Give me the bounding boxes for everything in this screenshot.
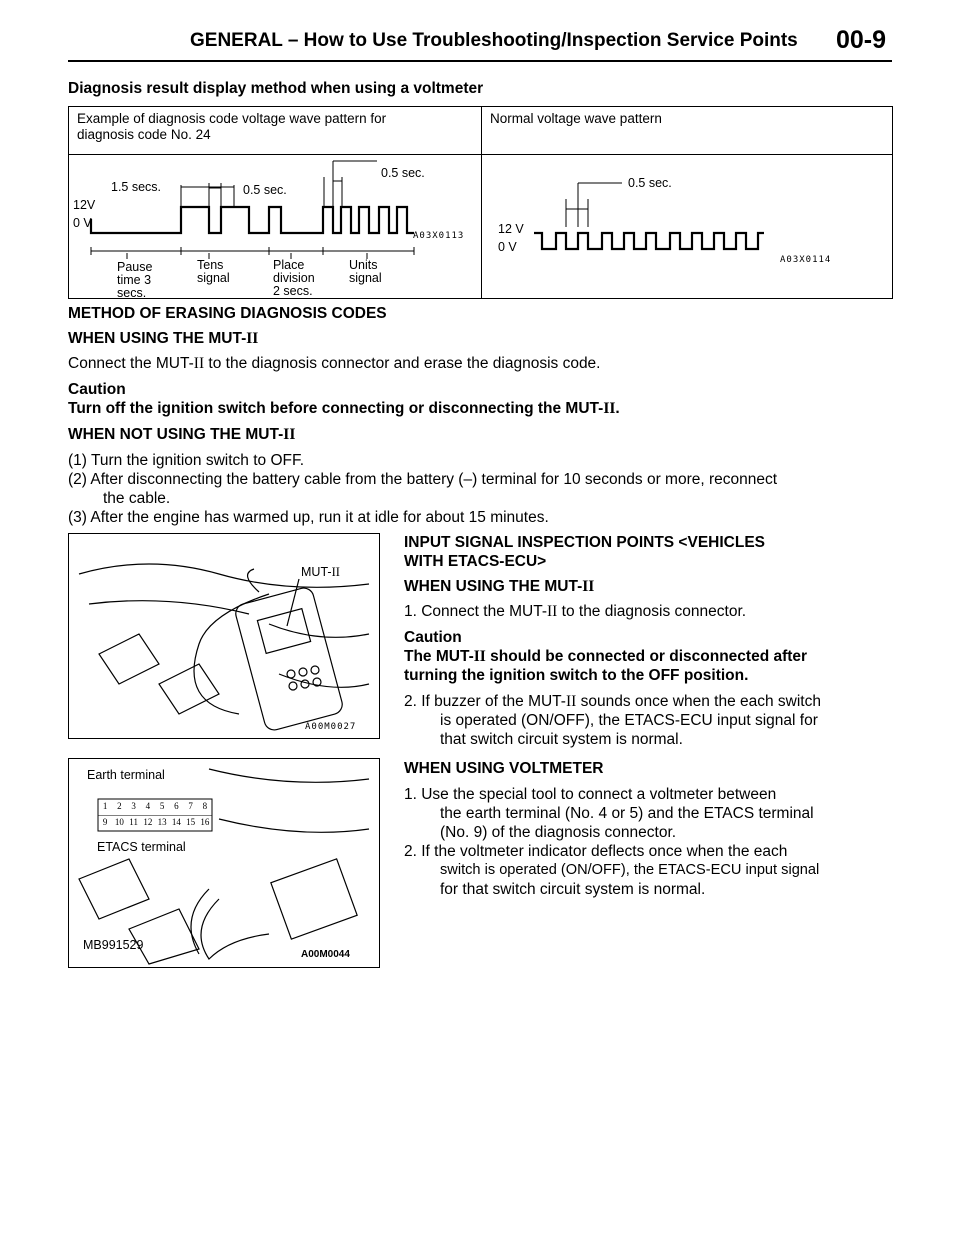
header-subtitle: – How to Use Troubleshooting/Inspection … [282, 30, 798, 51]
input-heading-line1: INPUT SIGNAL INSPECTION POINTS <VEHICLES [404, 534, 766, 551]
tool-number-label: MB991529 [83, 938, 144, 952]
normal-waveform [534, 182, 764, 251]
volt-step2-line2: switch is operated (ON/OFF), the ETACS-E… [440, 862, 820, 878]
input-heading-line2: WITH ETACS-ECU> [404, 553, 547, 570]
input-caution-line1: The MUT-II should be connected or discon… [404, 648, 808, 665]
volt-step1-line1: 1. Use the special tool to connect a vol… [404, 786, 777, 803]
page-header-title: GENERAL – How to Use Troubleshooting/Ins… [190, 30, 798, 52]
left-t3: 0.5 sec. [381, 166, 425, 180]
pin: 2 [117, 801, 122, 811]
figure1-code: A00M0027 [305, 722, 357, 732]
erasing-step2a: (2) After disconnecting the battery cabl… [68, 471, 778, 488]
units-label: Units signal [349, 258, 382, 285]
earth-terminal-label: Earth terminal [87, 768, 165, 782]
left-t1: 1.5 secs. [111, 180, 162, 194]
right-header: Normal voltage wave pattern [490, 111, 662, 126]
figure-mut-ii: MUT-II A00M0027 [68, 533, 380, 739]
pin: 13 [157, 817, 167, 827]
pin: 5 [159, 801, 165, 811]
pin: 10 [114, 817, 124, 827]
pin: 15 [186, 817, 196, 827]
voltmeter-heading: Diagnosis result display method when usi… [68, 80, 484, 97]
page-number: 00-9 [836, 26, 887, 54]
connector-illustration [78, 768, 370, 965]
pin: 14 [171, 817, 181, 827]
connector-pins [98, 815, 212, 816]
erasing-heading: METHOD OF ERASING DIAGNOSIS CODES [68, 305, 387, 322]
etacs-terminal-label: ETACS terminal [97, 840, 186, 854]
pin: 9 [102, 817, 108, 827]
mut-ii-label: MUT-II [301, 565, 340, 579]
pins-top-row: 1 2 3 4 5 6 7 8 [98, 801, 212, 811]
figure2-code: A00M0044 [301, 949, 350, 960]
pin: 12 [143, 817, 153, 827]
left-v-low: 0 V [73, 216, 92, 230]
mut-ii-illustration [78, 563, 370, 731]
pin: 1 [102, 801, 108, 811]
erasing-step1: (1) Turn the ignition switch to OFF. [68, 452, 305, 469]
right-wave-cell: 0.5 sec. 12 V 0 V A03X0114 [481, 154, 893, 299]
tens-label: Tens signal [197, 258, 230, 285]
pin: 7 [188, 801, 193, 811]
erasing-sub2: WHEN NOT USING THE MUT-II [68, 426, 296, 443]
pin: 11 [129, 817, 138, 827]
input-step2-line1: 2. If buzzer of the MUT-II sounds once w… [404, 693, 821, 710]
pin: 8 [202, 801, 208, 811]
left-header-line1: Example of diagnosis code voltage wave p… [77, 111, 387, 126]
left-figure-code: A03X0113 [413, 231, 465, 241]
pin: 6 [174, 801, 179, 811]
erasing-step2b: the cable. [103, 490, 171, 507]
right-v-low: 0 V [498, 240, 517, 254]
erasing-step3: (3) After the engine has warmed up, run … [68, 509, 549, 526]
pin: 4 [145, 801, 151, 811]
pin: 16 [200, 817, 210, 827]
erasing-sub1: WHEN USING THE MUT-II [68, 330, 259, 347]
input-step2-line3: that switch circuit system is normal. [440, 731, 683, 748]
left-wave-cell: 12V 0 V 1.5 secs. 0.5 sec. 0.5 sec. A03X… [68, 154, 482, 300]
input-caution-line2: turning the ignition switch to the OFF p… [404, 667, 749, 684]
input-caution-label: Caution [404, 629, 462, 646]
wave-pattern-table: Example of diagnosis code voltage wave p… [68, 106, 893, 300]
right-figure-code: A03X0114 [780, 255, 832, 265]
volt-step1-line2: the earth terminal (No. 4 or 5) and the … [440, 805, 814, 822]
right-header-cell: Normal voltage wave pattern [481, 106, 893, 155]
input-step1: 1. Connect the MUT-II to the diagnosis c… [404, 603, 747, 620]
pause-label: Pause time 3 secs. [117, 260, 153, 300]
erasing-caution-text: Turn off the ignition switch before conn… [68, 400, 620, 417]
header-section: GENERAL [190, 30, 283, 51]
left-t2: 0.5 sec. [243, 183, 287, 197]
input-sub-mut: WHEN USING THE MUT-II [404, 578, 595, 595]
left-header-cell: Example of diagnosis code voltage wave p… [68, 106, 482, 155]
place-label: Place division 2 secs. [273, 258, 315, 298]
volt-step1-line3: (No. 9) of the diagnosis connector. [440, 824, 677, 841]
voltmeter-sub-heading: WHEN USING VOLTMETER [404, 760, 604, 777]
pins-bottom-row: 9 10 11 12 13 14 15 16 [98, 817, 212, 827]
volt-step2-line3: for that switch circuit system is normal… [440, 881, 706, 898]
volt-step2-line1: 2. If the voltmeter indicator deflects o… [404, 843, 788, 860]
erasing-sub1-text: Connect the MUT-II to the diagnosis conn… [68, 355, 601, 372]
right-t: 0.5 sec. [628, 176, 672, 190]
code-24-waveform [89, 160, 415, 259]
input-step2-line2: is operated (ON/OFF), the ETACS-ECU inpu… [440, 712, 818, 729]
header-rule [68, 60, 892, 62]
figure-diagnosis-connector: 1 2 3 4 5 6 7 8 9 10 11 12 13 14 15 16 E… [68, 758, 380, 968]
right-v-high: 12 V [498, 222, 524, 236]
erasing-caution-label: Caution [68, 381, 126, 398]
left-header-line2: diagnosis code No. 24 [77, 127, 211, 142]
left-v-high: 12V [73, 198, 96, 212]
pin: 3 [131, 801, 136, 811]
